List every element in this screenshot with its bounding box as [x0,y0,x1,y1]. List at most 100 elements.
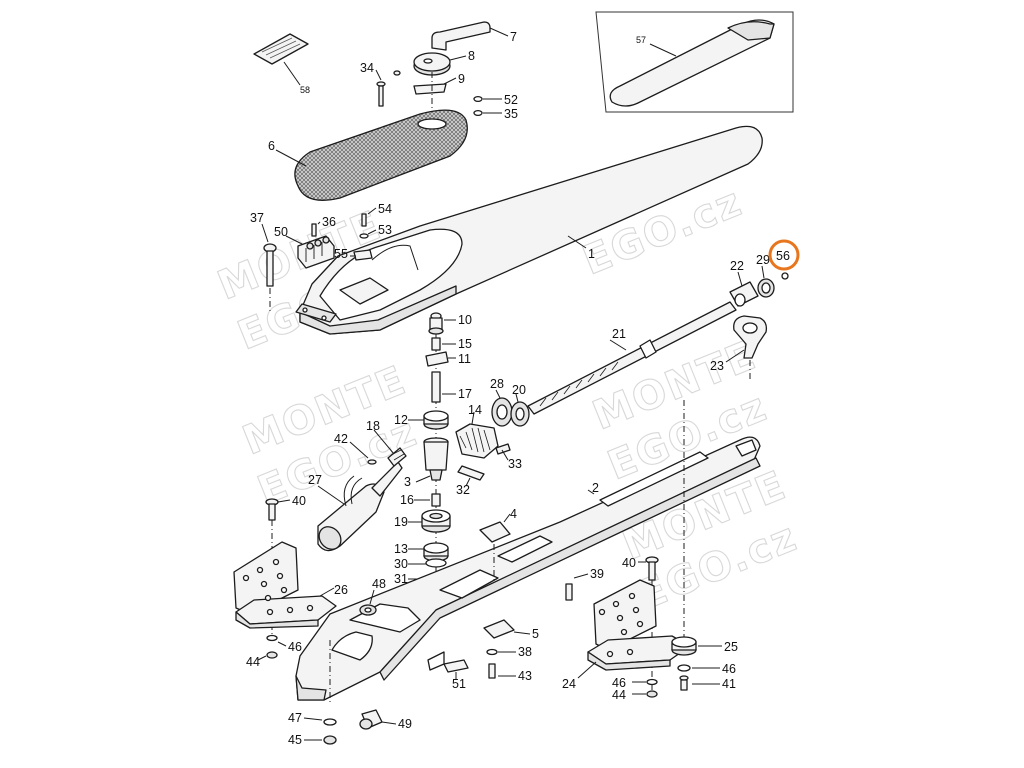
part-20-bearing: 20 [510,383,530,427]
part-44-nut-right: 44 [612,688,658,702]
part-19-gear-ring: 19 [394,509,451,533]
label-6: 6 [268,139,275,153]
part-15-spring: 15 [431,337,472,351]
part-46-washer-left: 46 [266,634,302,654]
label-38: 38 [518,645,532,659]
label-25: 25 [724,640,738,654]
part-43-screw: 43 [488,663,532,683]
label-53: 53 [378,223,392,237]
label-9: 9 [458,72,465,86]
label-42: 42 [334,432,348,446]
label-55: 55 [334,247,348,261]
part-47-washer: 47 [288,711,337,726]
part-58-manual: 58 [253,33,310,95]
label-1: 1 [588,247,595,261]
label-31: 31 [394,572,408,586]
part-29-bushing: 29 [756,253,775,298]
label-40-right: 40 [622,556,636,570]
part-53-washer: 53 [359,223,392,239]
label-26: 26 [334,583,348,597]
label-13: 13 [394,542,408,556]
label-10: 10 [458,313,472,327]
part-39-screw: 39 [565,567,604,601]
part-36-screw: 36 [311,215,336,237]
label-32: 32 [456,483,470,497]
part-16-spring: 16 [400,493,441,507]
label-39: 39 [590,567,604,581]
label-58: 58 [300,85,310,95]
label-12: 12 [394,413,408,427]
inset-part-57: 57 [595,11,794,113]
highlight-circle [768,239,800,271]
part-27-motor: 27 [308,461,403,552]
label-54: 54 [378,202,392,216]
part-49-bushing: 49 [359,709,412,731]
part-33-key: 33 [495,443,522,471]
label-44-left: 44 [246,655,260,669]
part-6-top-cover: 6 [268,109,468,201]
label-8: 8 [468,49,475,63]
part-5-bracket: 5 [483,619,539,641]
part-9-spring: 9 [413,72,465,95]
label-43: 43 [518,669,532,683]
part-1-housing: 1 [295,125,763,335]
label-21: 21 [612,327,626,341]
part-24-front-bracket: 24 [562,579,691,691]
label-5: 5 [532,627,539,641]
part-7-release-key: 7 [431,21,517,51]
part-52-washer: 52 [473,93,518,107]
part-32-key: 32 [456,465,485,497]
label-18: 18 [366,419,380,433]
label-56: 56 [776,249,790,263]
part-38-washer: 38 [486,645,532,659]
part-54-screw: 54 [361,202,392,227]
label-35: 35 [504,107,518,121]
part-55-clamp: 55 [334,247,373,261]
part-42-screw: 42 [334,432,377,465]
part-17-shaft: 17 [431,371,472,403]
part-14-gear: 14 [455,403,499,459]
label-45: 45 [288,733,302,747]
label-48: 48 [372,577,386,591]
label-19: 19 [394,515,408,529]
part-2-lower-housing: 2 [295,436,761,702]
part-46-washer-lower-right: 46 [612,676,658,690]
part-41-screw: 41 [679,675,736,691]
label-49: 49 [398,717,412,731]
label-52: 52 [504,93,518,107]
label-7: 7 [510,30,517,44]
label-40-left: 40 [292,494,306,508]
label-11: 11 [458,352,471,366]
label-27: 27 [308,473,322,487]
part-18-worm: 18 [366,419,407,467]
label-46-right: 46 [722,662,736,676]
part-23-fork: 23 [710,315,768,380]
label-50: 50 [274,225,288,239]
part-11-sensor: 11 [425,351,471,367]
label-24: 24 [562,677,576,691]
label-15: 15 [458,337,472,351]
part-37-pin: 37 [250,211,277,312]
part-10-bushing: 10 [428,312,472,335]
label-51: 51 [452,677,466,691]
part-12-bearing: 12 [394,410,449,430]
part-8-lock: 8 [413,49,475,76]
label-29: 29 [756,253,770,267]
part-30-washer: 30 [394,557,447,571]
label-57: 57 [636,35,646,45]
part-48-washer: 48 [359,577,386,616]
label-30: 30 [394,557,408,571]
label-22: 22 [730,259,744,273]
part-44-nut-left: 44 [246,651,278,669]
part-45-nut: 45 [288,733,337,747]
label-4: 4 [510,507,517,521]
label-28: 28 [490,377,504,391]
label-16: 16 [400,493,414,507]
label-2: 2 [592,481,599,495]
label-47: 47 [288,711,302,725]
part-35-nut: 35 [473,107,518,121]
part-28-bearing: 28 [490,377,513,427]
label-41: 41 [722,677,736,691]
label-37: 37 [250,211,264,225]
